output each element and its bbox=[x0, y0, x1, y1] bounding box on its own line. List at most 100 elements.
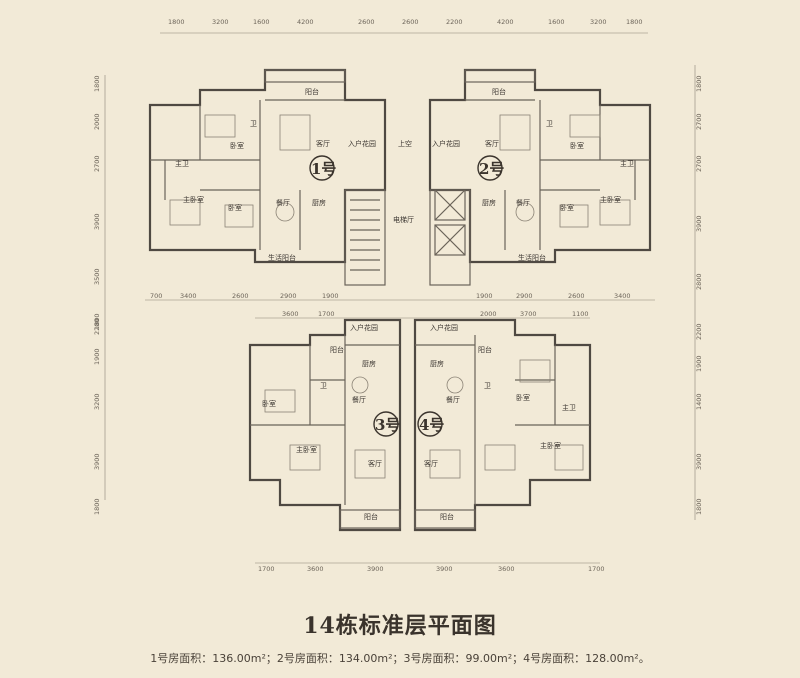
right-dim-8: 3900 bbox=[695, 453, 703, 470]
left-lower-dim-0: 2200 bbox=[93, 318, 101, 335]
room-void: 上空 bbox=[398, 139, 412, 148]
right-dim-5: 2200 bbox=[695, 323, 703, 340]
room-bedroom-3: 卧室 bbox=[262, 399, 276, 408]
right-dim-9: 1800 bbox=[695, 498, 703, 515]
plan-title: 14栋标准层平面图 bbox=[303, 613, 497, 639]
unit-3-marker-circle bbox=[373, 411, 399, 437]
mid-lower-dim-1: 1700 bbox=[318, 310, 335, 318]
top-dim-0: 1800 bbox=[168, 18, 185, 26]
right-dim-4: 2800 bbox=[695, 273, 703, 290]
top-dim-3: 4200 bbox=[297, 18, 314, 26]
left-dim-0: 1800 bbox=[93, 75, 101, 92]
mid-lower-dim-3: 3700 bbox=[520, 310, 537, 318]
unit-2-marker-circle bbox=[477, 155, 503, 181]
mid-upper-dim-1: 3400 bbox=[180, 292, 197, 300]
room-living-4: 客厅 bbox=[424, 459, 438, 468]
mid-upper-dim-5: 1900 bbox=[476, 292, 493, 300]
room-master-bath-2: 主卫 bbox=[620, 159, 634, 168]
room-master-bath-1: 主卫 bbox=[175, 159, 189, 168]
room-dining-4: 餐厅 bbox=[446, 395, 460, 404]
bottom-dim-4: 3600 bbox=[498, 565, 515, 573]
right-dim-2: 2700 bbox=[695, 155, 703, 172]
mid-upper-dim-3: 2900 bbox=[280, 292, 297, 300]
top-dim-8: 1600 bbox=[548, 18, 565, 26]
room-bedroom-2a: 卧室 bbox=[570, 141, 584, 150]
room-entry-garden-3: 入户花园 bbox=[350, 323, 378, 332]
mid-lower-dim-2: 2000 bbox=[480, 310, 497, 318]
top-dim-2: 1600 bbox=[253, 18, 270, 26]
room-living-2: 客厅 bbox=[485, 139, 499, 148]
mid-upper-dim-4: 1900 bbox=[322, 292, 339, 300]
room-bath-4: 卫 bbox=[484, 382, 491, 390]
unit-3-label: 3号 bbox=[375, 416, 400, 434]
left-dim-1: 2000 bbox=[93, 113, 101, 130]
room-master-bedroom-4: 主卧室 bbox=[540, 441, 561, 450]
left-dim-4: 3500 bbox=[93, 268, 101, 285]
room-bedroom-1a: 卧室 bbox=[230, 141, 244, 150]
room-elevator-hall: 电梯厅 bbox=[393, 215, 414, 224]
room-balcony-3b: 阳台 bbox=[364, 512, 378, 521]
unit-1-label: 1号 bbox=[311, 160, 336, 178]
room-kitchen-1: 厨房 bbox=[312, 198, 326, 207]
top-dim-6: 2200 bbox=[446, 18, 463, 26]
unit-4-label: 4号 bbox=[419, 416, 444, 434]
room-dining-2: 餐厅 bbox=[516, 198, 530, 207]
room-kitchen-4: 厨房 bbox=[430, 359, 444, 368]
room-kitchen-2: 厨房 bbox=[482, 198, 496, 207]
room-living-3: 客厅 bbox=[368, 459, 382, 468]
mid-lower-dim-0: 3600 bbox=[282, 310, 299, 318]
room-bedroom-4: 卧室 bbox=[516, 393, 530, 402]
top-dim-10: 1800 bbox=[626, 18, 643, 26]
room-balcony-1: 阳台 bbox=[305, 87, 319, 96]
mid-upper-dim-8: 3400 bbox=[614, 292, 631, 300]
bottom-dim-0: 1700 bbox=[258, 565, 275, 573]
left-lower-dim-4: 1800 bbox=[93, 498, 101, 515]
room-balcony-4b: 阳台 bbox=[440, 512, 454, 521]
room-master-bedroom-1: 主卧室 bbox=[183, 195, 204, 204]
room-living-balcony-1: 生活阳台 bbox=[268, 253, 296, 262]
bottom-dim-2: 3900 bbox=[367, 565, 384, 573]
right-dim-0: 1800 bbox=[695, 75, 703, 92]
left-dim-3: 3900 bbox=[93, 213, 101, 230]
room-bath-2: 卫 bbox=[546, 120, 553, 128]
mid-upper-dim-0: 700 bbox=[150, 292, 162, 300]
unit-4-marker-circle bbox=[417, 411, 443, 437]
top-dim-7: 4200 bbox=[497, 18, 514, 26]
bottom-dim-5: 1700 bbox=[588, 565, 605, 573]
left-dim-2: 2700 bbox=[93, 155, 101, 172]
top-dim-9: 3200 bbox=[590, 18, 607, 26]
room-living-balcony-2: 生活阳台 bbox=[518, 253, 546, 262]
room-master-bedroom-2: 主卧室 bbox=[600, 195, 621, 204]
room-dining-1: 餐厅 bbox=[276, 198, 290, 207]
mid-upper-dim-2: 2600 bbox=[232, 292, 249, 300]
left-dim-5: 1800 bbox=[93, 313, 101, 330]
bottom-dim-1: 3600 bbox=[307, 565, 324, 573]
room-entry-garden-1: 入户花园 bbox=[348, 139, 376, 148]
room-entry-garden-4: 入户花园 bbox=[430, 323, 458, 332]
room-dining-3: 餐厅 bbox=[352, 395, 366, 404]
room-living-1: 客厅 bbox=[316, 139, 330, 148]
room-master-bath-4: 主卫 bbox=[562, 403, 576, 412]
room-bath-1: 卫 bbox=[250, 120, 257, 128]
left-lower-dim-1: 1900 bbox=[93, 348, 101, 365]
unit-2-label: 2号 bbox=[479, 160, 504, 178]
right-dim-1: 2700 bbox=[695, 113, 703, 130]
room-kitchen-3: 厨房 bbox=[362, 359, 376, 368]
room-balcony-4a: 阳台 bbox=[478, 345, 492, 354]
right-dim-7: 1400 bbox=[695, 393, 703, 410]
right-dim-6: 1900 bbox=[695, 355, 703, 372]
left-lower-dim-2: 3200 bbox=[93, 393, 101, 410]
left-lower-dim-3: 3900 bbox=[93, 453, 101, 470]
room-bath-3: 卫 bbox=[320, 382, 327, 390]
room-master-bedroom-3: 主卧室 bbox=[296, 445, 317, 454]
right-dim-3: 3900 bbox=[695, 215, 703, 232]
top-dim-1: 3200 bbox=[212, 18, 229, 26]
room-bedroom-1b: 卧室 bbox=[228, 203, 242, 212]
room-entry-garden-2: 入户花园 bbox=[432, 139, 460, 148]
unit-areas-line: 1号房面积：136.00m²；2号房面积：134.00m²；3号房面积：99.0… bbox=[150, 652, 650, 665]
room-bedroom-2b: 卧室 bbox=[560, 203, 574, 212]
room-balcony-2: 阳台 bbox=[492, 87, 506, 96]
bottom-dim-3: 3900 bbox=[436, 565, 453, 573]
mid-upper-dim-6: 2900 bbox=[516, 292, 533, 300]
